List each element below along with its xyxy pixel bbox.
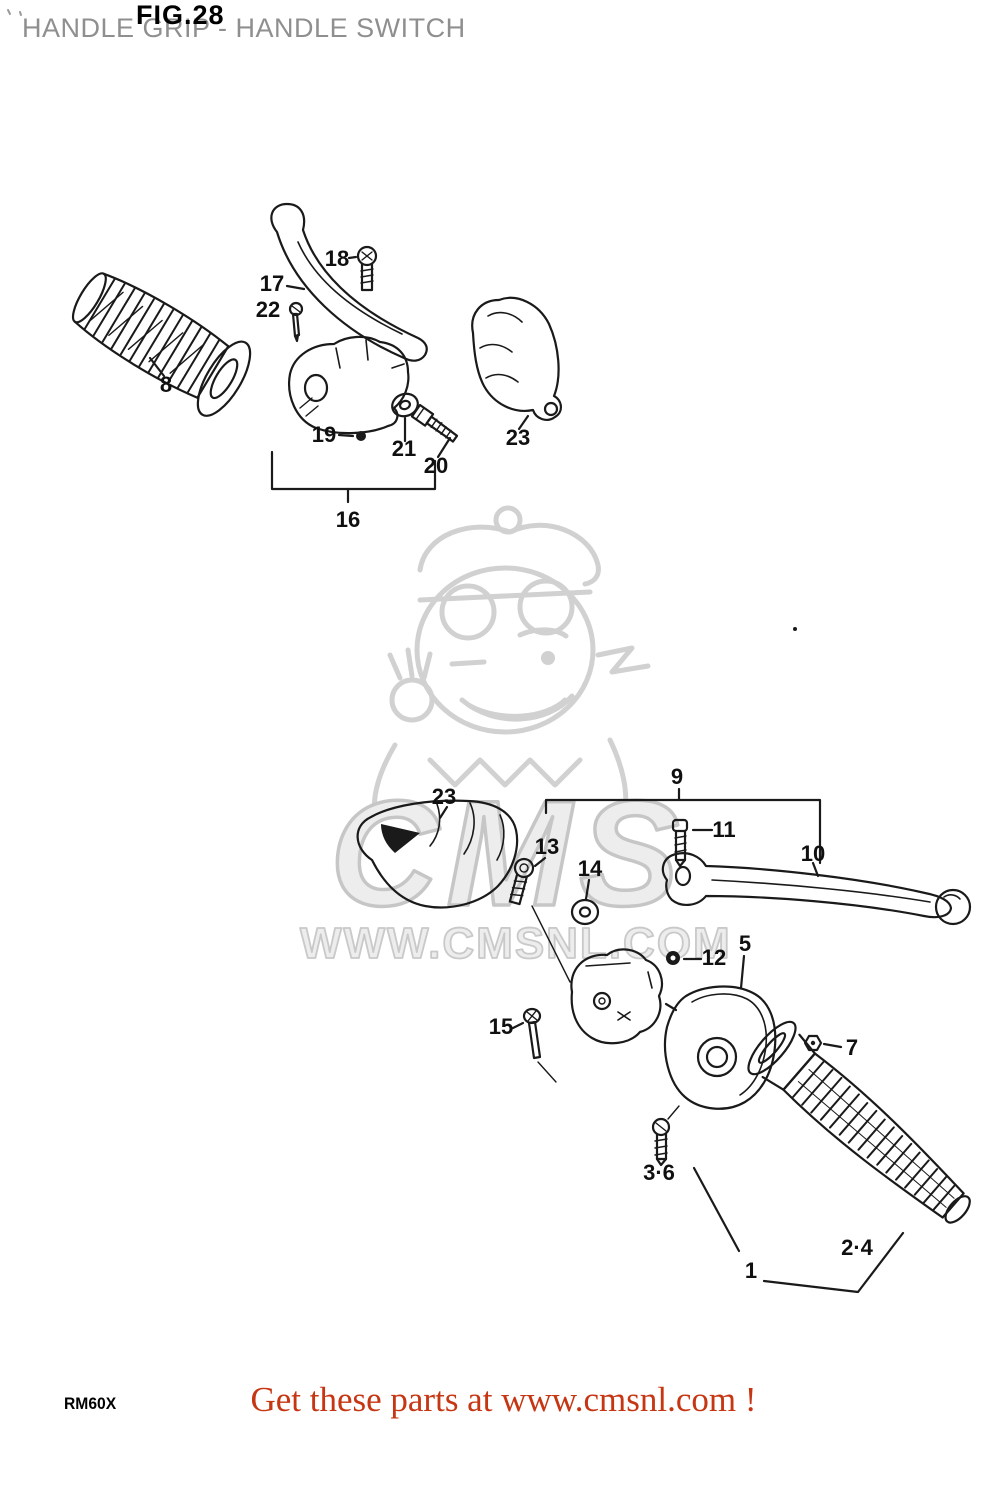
callout-part-9: 9 [670,764,684,789]
callout-part-16: 16 [335,507,361,532]
callout-part-13: 13 [534,834,560,859]
leader-23-upper [517,414,530,431]
callout-part-15: 15 [488,1014,514,1039]
callout-part-21: 21 [391,436,417,461]
leader-23-lower [438,805,449,820]
lower-lever-holder [570,948,663,1045]
leader-14 [584,878,591,901]
part-23-upper-boot [471,296,562,421]
leader-5 [739,954,746,990]
part-12-nut [666,951,680,965]
part-19-lever-holder [288,335,410,435]
footer-banner: Get these parts at www.cmsnl.com ! [250,1380,757,1419]
callout-part-23-upper: 23 [505,425,531,450]
part-22-screw [288,301,304,343]
leader-10 [811,861,820,878]
part-18-bolt [356,245,378,292]
scan-specks [7,9,797,631]
callout-part-18: 18 [324,246,350,271]
callout-part-1: 1 [744,1258,758,1283]
callout-part-3-6: 3·6 [643,1160,675,1185]
part-15-screw [522,1007,557,1083]
page-title: HANDLE GRIP - HANDLE SWITCH [22,13,466,43]
callout-part-23-lower: 23 [431,784,457,809]
callout-part-14: 14 [577,856,603,881]
leader-13 [533,856,547,868]
part-3-6-screw [651,1105,680,1167]
leader-20 [436,436,452,459]
part-14-washer [570,898,600,926]
leader-18 [347,255,358,260]
guide-13-housing [531,905,571,983]
callout-part-12: 12 [701,945,727,970]
part-21-washer [391,392,419,418]
leader-15 [511,1021,525,1030]
leader-8 [148,356,166,378]
callout-part-20: 20 [423,453,449,478]
part-8-left-grip [71,272,252,417]
callout-part-8: 8 [159,372,173,397]
part-2-4-throttle-grip [747,1020,971,1224]
leader-17 [285,284,306,291]
part-5-switch-case [663,985,777,1110]
figure-number: FIG.28 [136,0,225,30]
callout-part-10: 10 [800,841,826,866]
part-19-marker-dot [337,431,366,441]
leader-7 [822,1042,843,1049]
part-20-bolt [410,403,459,443]
model-code: RM60X [64,1394,117,1413]
part-9-bracket [544,787,822,865]
watermark-brand-text: CMS [330,769,687,937]
part-23-lower-boot [356,799,519,909]
part-1-bracket [692,1166,905,1294]
watermark-url-text: WWW.CMSNL.COM [300,919,732,968]
callout-part-17: 17 [259,271,285,296]
part-10-brake-lever [661,852,972,926]
callout-part-11: 11 [712,817,736,842]
part-13-bolt [508,857,535,906]
callout-part-22: 22 [255,297,281,322]
callout-part-7: 7 [845,1035,859,1060]
part-11-bolt [671,818,689,868]
callout-part-2-4: 2·4 [841,1235,873,1260]
part-16-bracket [270,450,437,504]
cms-watermark: CMS WWW.CMSNL.COM [299,505,732,969]
callout-part-5: 5 [738,931,752,956]
callout-part-19: 19 [311,422,337,447]
